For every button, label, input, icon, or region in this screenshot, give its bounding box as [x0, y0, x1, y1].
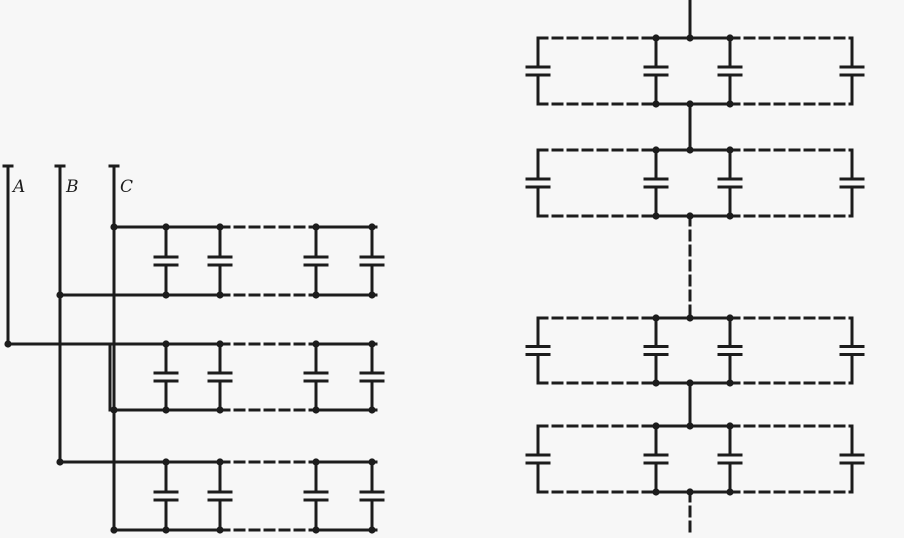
junction-dot [162, 406, 170, 414]
capacitor [643, 36, 669, 106]
junction-dot [312, 340, 320, 348]
capacitor [717, 36, 743, 106]
capacitor [525, 316, 551, 385]
parallel-capacitor-group [525, 314, 865, 387]
junction-dot [162, 223, 170, 231]
capacitor-bank [56, 458, 385, 534]
parallel-capacitor-group [525, 422, 865, 496]
capacitor [359, 225, 385, 297]
capacitor [207, 225, 233, 297]
junction-dot [110, 406, 118, 414]
junction-dot [56, 458, 64, 466]
phase-label-a: A [11, 177, 25, 197]
junction-dot [652, 422, 660, 430]
capacitor-bank [4, 340, 385, 414]
junction-dot [652, 488, 660, 496]
junction-dot [162, 291, 170, 299]
capacitor [303, 342, 329, 412]
capacitor [153, 342, 179, 412]
junction-dot [726, 422, 734, 430]
junction-dot [368, 223, 376, 231]
junction-dot [216, 223, 224, 231]
parallel-capacitor-group [525, 146, 865, 220]
junction-dot [726, 100, 734, 108]
three-phase-capacitor-banks [2, 164, 385, 534]
junction-dot [652, 146, 660, 154]
capacitor [717, 148, 743, 218]
capacitor [839, 316, 865, 385]
junction-dot [726, 314, 734, 322]
junction-dot [686, 488, 694, 496]
capacitor [359, 460, 385, 532]
phase-label-b: B [65, 177, 79, 197]
junction-dot [216, 406, 224, 414]
junction-dot [686, 422, 694, 430]
junction-dot [312, 458, 320, 466]
junction-dot [726, 146, 734, 154]
series-capacitor-stack [525, 0, 865, 536]
junction-dot [726, 212, 734, 220]
capacitor [303, 225, 329, 297]
junction-dot [110, 526, 118, 534]
junction-dot [110, 223, 118, 231]
junction-dot [686, 314, 694, 322]
capacitor [525, 148, 551, 218]
junction-dot [368, 340, 376, 348]
junction-dot [686, 212, 694, 220]
junction-dot [216, 291, 224, 299]
phase-label-c: C [120, 177, 133, 197]
capacitor [525, 36, 551, 106]
junction-dot [652, 212, 660, 220]
capacitor [359, 342, 385, 412]
junction-dot [652, 314, 660, 322]
capacitor [525, 424, 551, 494]
junction-dot [162, 340, 170, 348]
junction-dot [56, 291, 64, 299]
junction-dot [686, 146, 694, 154]
capacitor [839, 148, 865, 218]
junction-dot [216, 340, 224, 348]
junction-dot [162, 458, 170, 466]
junction-dot [4, 340, 12, 348]
junction-dot [652, 34, 660, 42]
junction-dot [312, 526, 320, 534]
capacitor [643, 424, 669, 494]
junction-dot [686, 34, 694, 42]
junction-dot [652, 379, 660, 387]
capacitor [643, 316, 669, 385]
junction-dot [368, 526, 376, 534]
junction-dot [216, 526, 224, 534]
capacitor [207, 342, 233, 412]
junction-dot [726, 488, 734, 496]
junction-dot [726, 34, 734, 42]
capacitor [717, 316, 743, 385]
capacitor [717, 424, 743, 494]
capacitor [303, 460, 329, 532]
junction-dot [368, 291, 376, 299]
capacitor [207, 460, 233, 532]
junction-dot [726, 379, 734, 387]
junction-dot [368, 458, 376, 466]
junction-dot [216, 458, 224, 466]
capacitor-bank [56, 223, 385, 299]
junction-dot [652, 100, 660, 108]
capacitor [153, 460, 179, 532]
junction-dot [312, 291, 320, 299]
junction-dot [162, 526, 170, 534]
parallel-capacitor-group [525, 34, 865, 108]
junction-dot [312, 406, 320, 414]
junction-dot [686, 379, 694, 387]
junction-dot [368, 406, 376, 414]
capacitor [643, 148, 669, 218]
capacitor [839, 424, 865, 494]
capacitor [839, 36, 865, 106]
capacitor [153, 225, 179, 297]
junction-dot [686, 100, 694, 108]
junction-dot [312, 223, 320, 231]
